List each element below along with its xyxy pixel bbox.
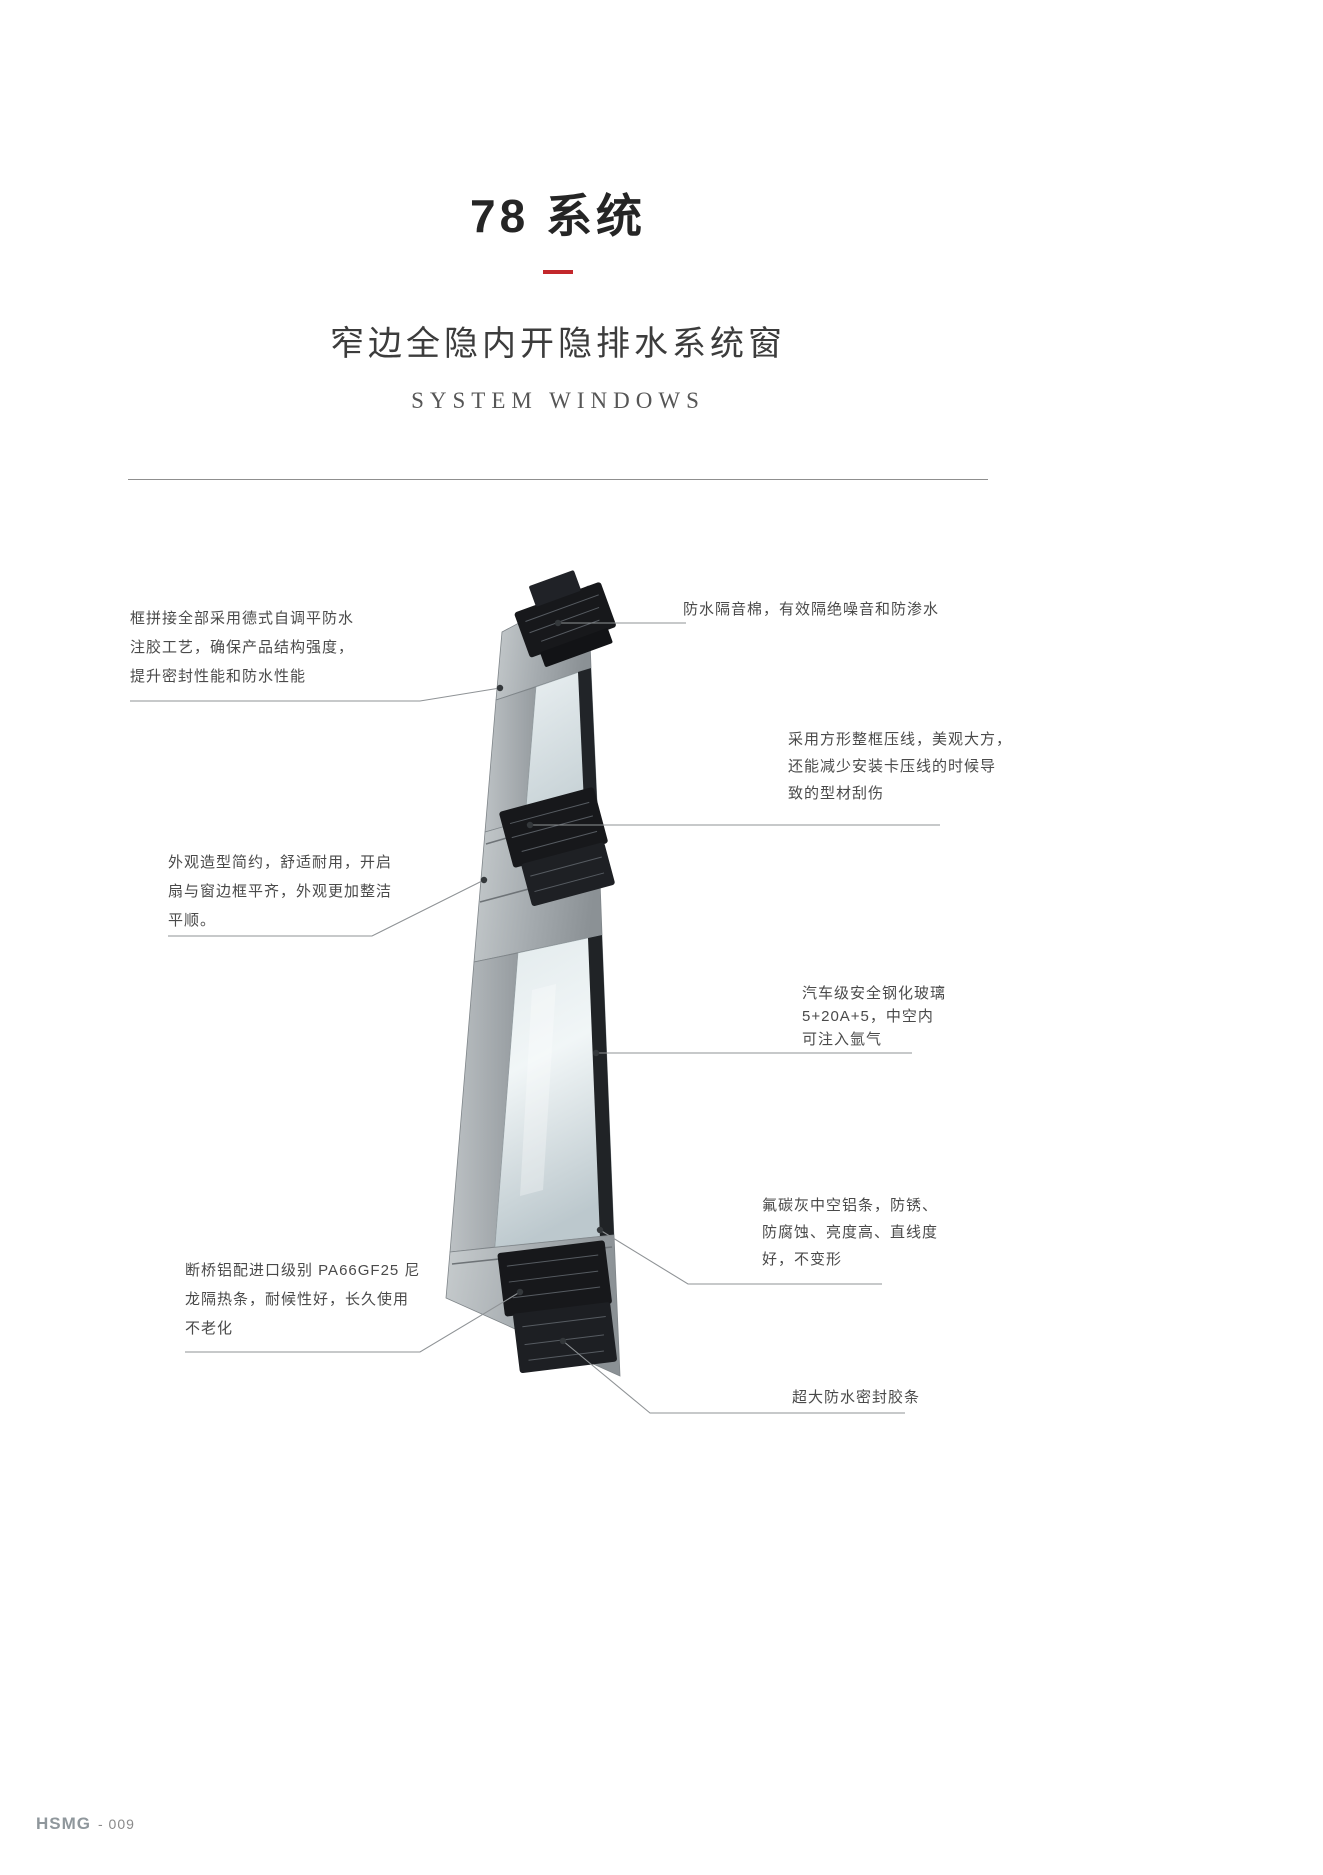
callout-line: 致的型材刮伤 bbox=[788, 785, 885, 802]
footer: HSMG - 009 bbox=[36, 1814, 135, 1834]
callout-line: 防水隔音棉，有效隔绝噪音和防渗水 bbox=[683, 601, 940, 618]
callout-line: 断桥铝配进口级别 PA66GF25 尼 bbox=[185, 1262, 421, 1279]
profile-cross-section-middle bbox=[499, 787, 615, 906]
callout-square-bead: 采用方形整框压线，美观大方， 还能减少安装卡压线的时候导 致的型材刮伤 bbox=[788, 726, 1012, 807]
brand-logo: HSMG bbox=[36, 1814, 91, 1833]
profile-cross-section-bottom bbox=[497, 1240, 617, 1374]
callout-thermal-break: 断桥铝配进口级别 PA66GF25 尼 龙隔热条，耐候性好，长久使用 不老化 bbox=[185, 1256, 420, 1343]
glass-edge-upper bbox=[578, 668, 597, 804]
callout-tempered-glass: 汽车级安全钢化玻璃 5+20A+5，中空内 可注入氩气 bbox=[802, 982, 946, 1051]
callout-line: 可注入氩气 bbox=[802, 1031, 883, 1048]
callout-spacer-bar: 氟碳灰中空铝条，防锈、 防腐蚀、亮度高、直线度 好，不变形 bbox=[762, 1192, 938, 1273]
glass-edge-lower bbox=[588, 935, 614, 1238]
callout-line: 采用方形整框压线，美观大方， bbox=[788, 731, 1013, 748]
callout-line: 防腐蚀、亮度高、直线度 bbox=[762, 1224, 939, 1241]
callout-flush-appearance: 外观造型简约，舒适耐用，开启 扇与窗边框平齐，外观更加整洁 平顺。 bbox=[168, 848, 392, 935]
header-divider bbox=[128, 479, 988, 480]
callout-line: 不老化 bbox=[185, 1320, 234, 1337]
callout-line: 外观造型简约，舒适耐用，开启 bbox=[168, 854, 393, 871]
callout-line: 框拼接全部采用德式自调平防水 bbox=[130, 610, 355, 627]
profile-cross-section-top bbox=[514, 570, 616, 667]
callout-line: 还能减少安装卡压线的时候导 bbox=[788, 758, 997, 775]
page-title: 78 系统 bbox=[470, 190, 646, 242]
callout-line: 提升密封性能和防水性能 bbox=[130, 668, 307, 685]
page-subtitle: 窄边全隐内开隐排水系统窗 bbox=[330, 325, 786, 363]
callout-line: 5+20A+5，中空内 bbox=[802, 1008, 934, 1025]
accent-dash bbox=[543, 270, 573, 274]
callout-soundproof-cotton: 防水隔音棉，有效隔绝噪音和防渗水 bbox=[683, 600, 939, 620]
callout-line: 氟碳灰中空铝条，防锈、 bbox=[762, 1197, 939, 1214]
callout-line: 龙隔热条，耐候性好，长久使用 bbox=[185, 1291, 410, 1308]
page-subtitle-en: SYSTEM WINDOWS bbox=[411, 388, 705, 413]
callout-line: 好，不变形 bbox=[762, 1251, 843, 1268]
callout-line: 注胶工艺，确保产品结构强度， bbox=[130, 639, 355, 656]
page-number: - 009 bbox=[98, 1816, 135, 1832]
leader-lines bbox=[130, 622, 940, 1414]
callout-line: 扇与窗边框平齐，外观更加整洁 bbox=[168, 883, 393, 900]
callout-seal-strip: 超大防水密封胶条 bbox=[792, 1388, 920, 1408]
callout-line: 平顺。 bbox=[168, 912, 217, 929]
callout-line: 超大防水密封胶条 bbox=[792, 1389, 921, 1406]
callout-injection-process: 框拼接全部采用德式自调平防水 注胶工艺，确保产品结构强度， 提升密封性能和防水性… bbox=[130, 604, 354, 691]
leader-dots bbox=[480, 619, 604, 1345]
callout-line: 汽车级安全钢化玻璃 bbox=[802, 985, 947, 1002]
